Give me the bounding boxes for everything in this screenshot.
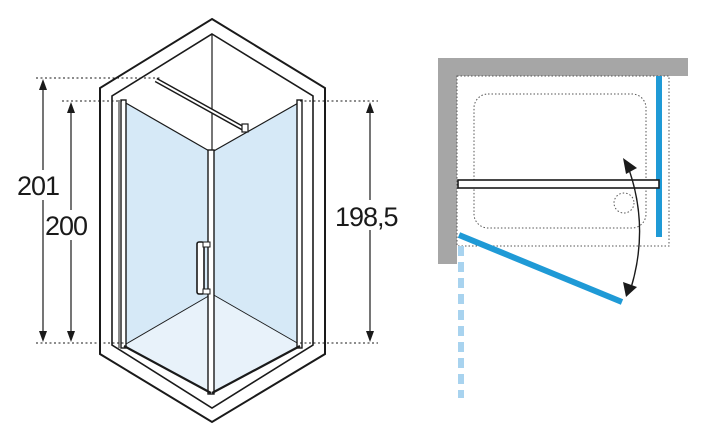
- tray-back-right-edge: [211, 293, 300, 345]
- isometric-enclosure-view: 201 200 198,5: [16, 17, 408, 424]
- dim-label-door-height: 198,5: [335, 202, 398, 232]
- dim-arrow-total-height: [39, 79, 47, 342]
- label-bg-enclosure: [44, 210, 96, 240]
- label-bg-total: [16, 170, 70, 200]
- label-bg-door: [334, 200, 408, 230]
- dim-label-enclosure-height: 200: [45, 211, 87, 241]
- right-panel-bottom-edge: [211, 345, 301, 394]
- right-wall-profile: [296, 99, 303, 349]
- side-wall: [438, 58, 457, 264]
- swing-door-open: [457, 232, 624, 305]
- tray-basin: [473, 93, 647, 229]
- door-handle-mount-bottom: [202, 288, 211, 295]
- swing-arrow-top: [623, 158, 637, 174]
- door-handle: [196, 241, 205, 295]
- back-wall: [438, 58, 688, 76]
- left-panel-top-edge: [123, 101, 212, 153]
- door-handle-mount-top: [202, 241, 211, 248]
- tray-outline: [456, 75, 670, 247]
- swing-arrow-bottom: [623, 282, 637, 297]
- top-view-plan: [438, 58, 688, 398]
- dim-label-total-height: 201: [17, 171, 59, 201]
- swing-arc: [626, 163, 641, 289]
- stabilizer-bar-plan: [457, 179, 660, 189]
- left-wall-profile: [120, 99, 127, 349]
- front-corner-profile: [207, 149, 215, 395]
- right-panel-top-edge: [211, 101, 301, 153]
- tray-back-left-edge: [125, 293, 213, 345]
- drain-icon: [613, 192, 635, 214]
- stabilizer-end-cap: [241, 123, 249, 133]
- stabilizer-bar-inner: [155, 79, 247, 131]
- left-panel-bottom-edge: [123, 345, 212, 394]
- fixed-glass-panel: [656, 76, 662, 237]
